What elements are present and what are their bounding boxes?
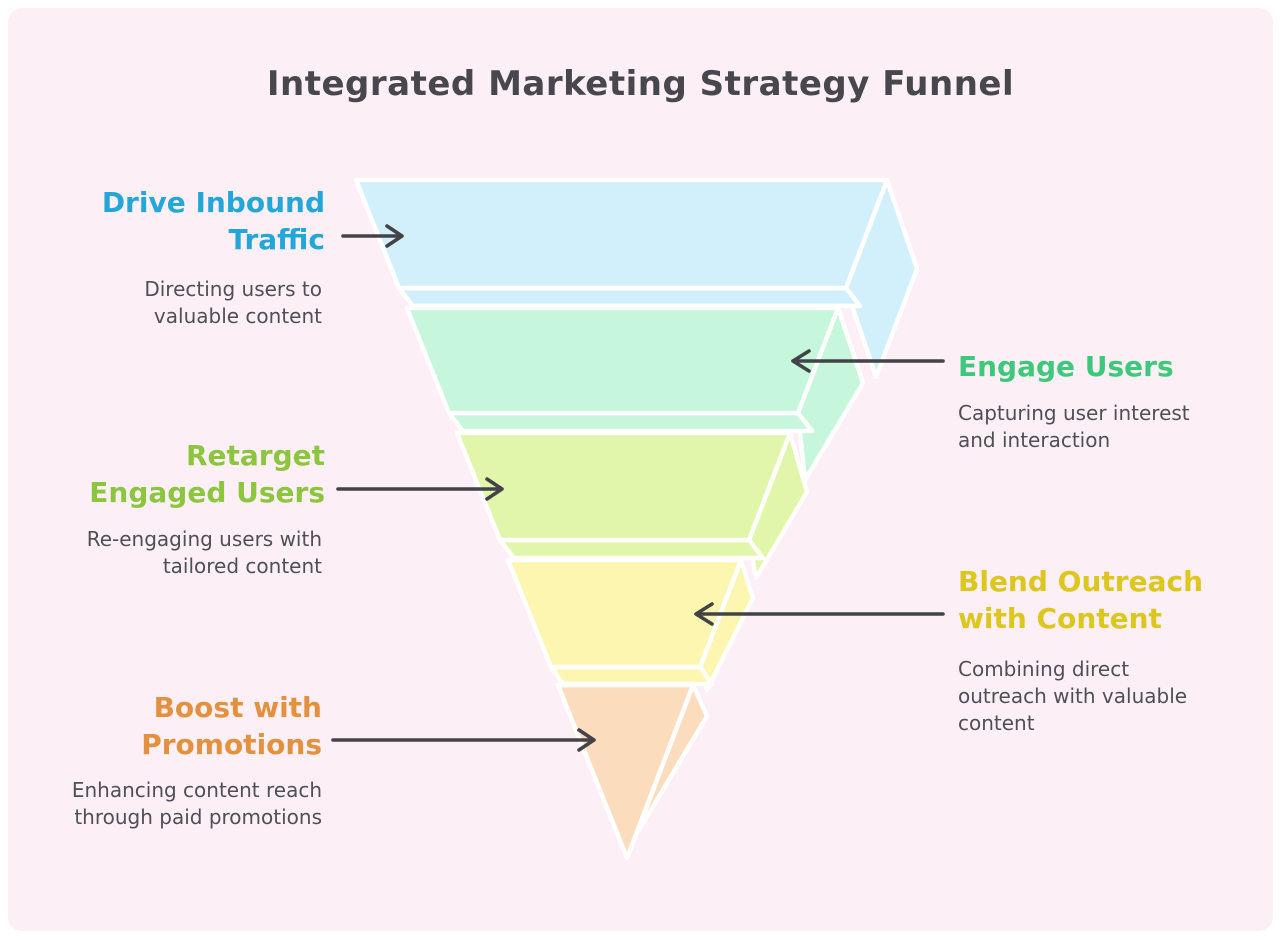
diagram-title: Integrated Marketing Strategy Funnel	[266, 64, 1015, 104]
stage-4-bottom-face	[548, 664, 715, 687]
funnel-stage-drive-inbound-traffic	[353, 177, 920, 380]
stage-desc-retarget-engaged-users: Re-engaging users with tailored content	[86, 527, 322, 578]
arrow-drive-inbound-traffic	[341, 224, 404, 248]
stage-2-front-face	[404, 305, 841, 416]
stage-label-engage-users: Engage Users	[958, 350, 1174, 383]
stage-5-front-face	[555, 682, 696, 861]
stage-arrows	[331, 224, 945, 752]
funnel-stage-retarget-engaged-users	[454, 430, 810, 581]
stage-desc-boost-with-promotions: Enhancing content reach through paid pro…	[71, 778, 322, 829]
arrow-retarget-engaged-users	[336, 477, 504, 501]
stage-label-blend-outreach-with-content: Blend Outreach with Content	[958, 565, 1203, 635]
stage-desc-blend-outreach-with-content: Combining direct outreach with valuable …	[958, 657, 1188, 735]
funnel-stage-blend-outreach-with-content	[505, 557, 756, 693]
funnel-stage-boost-with-promotions	[555, 682, 710, 861]
stage-desc-drive-inbound-traffic: Directing users to valuable content	[144, 277, 322, 328]
stage-3-front-face	[454, 430, 793, 543]
stage-label-drive-inbound-traffic: Drive Inbound Traffic	[101, 186, 325, 256]
stage-1-bottom-face	[396, 285, 863, 309]
stage-3-bottom-face	[497, 537, 766, 561]
funnel-stage-engage-users	[404, 305, 866, 483]
arrow-boost-with-promotions	[331, 728, 596, 752]
stage-2-bottom-face	[446, 410, 815, 434]
stage-label-boost-with-promotions: Boost with Promotions	[141, 691, 322, 761]
stage-label-retarget-engaged-users: Retarget Engaged Users	[89, 439, 325, 509]
arrow-blend-outreach-with-content	[694, 602, 945, 626]
stage-4-front-face	[505, 557, 744, 670]
arrow-engage-users	[791, 349, 945, 373]
stage-desc-engage-users: Capturing user interest and interaction	[958, 401, 1190, 452]
stage-1-front-face	[353, 177, 890, 291]
